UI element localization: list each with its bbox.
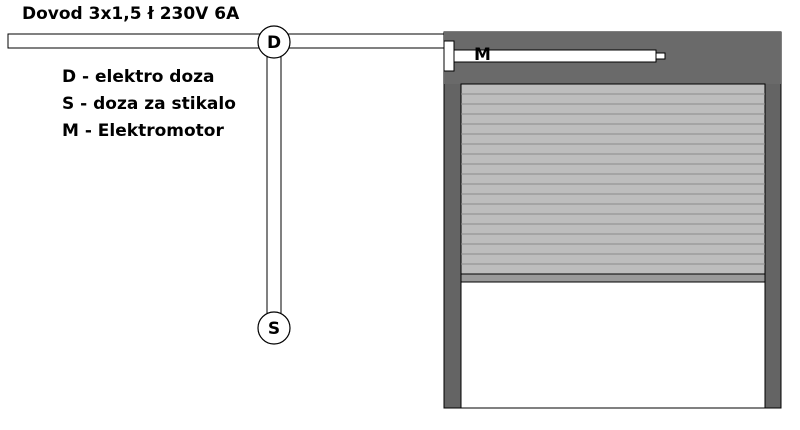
junction-box-circle xyxy=(257,25,291,59)
tubular-motor: M xyxy=(443,40,666,72)
switch-box-circle xyxy=(257,311,291,345)
legend: D - elektro doza S - doza za stikalo M -… xyxy=(62,64,236,145)
switch-box: S xyxy=(257,311,291,345)
motor-end-cap xyxy=(443,40,455,72)
junction-box: D xyxy=(257,25,291,59)
legend-item-junction-box: D - elektro doza xyxy=(62,67,215,87)
shutter-bottom-rail xyxy=(460,273,766,283)
roller-shutter xyxy=(443,31,782,409)
motor-shaft xyxy=(655,52,666,60)
switch-conduit xyxy=(266,49,282,317)
junction-box-label: D xyxy=(267,33,281,53)
slat-lines xyxy=(461,93,765,265)
switch-box-label: S xyxy=(268,319,280,339)
supply-title: Dovod 3x1,5 ł 230V 6A xyxy=(22,4,240,24)
supply-conduit xyxy=(7,33,449,49)
legend-item-motor: M - Elektromotor xyxy=(62,121,224,141)
motor-label: M xyxy=(474,45,491,65)
legend-item-switch-box: S - doza za stikalo xyxy=(62,94,236,114)
shutter-slats xyxy=(460,83,766,283)
